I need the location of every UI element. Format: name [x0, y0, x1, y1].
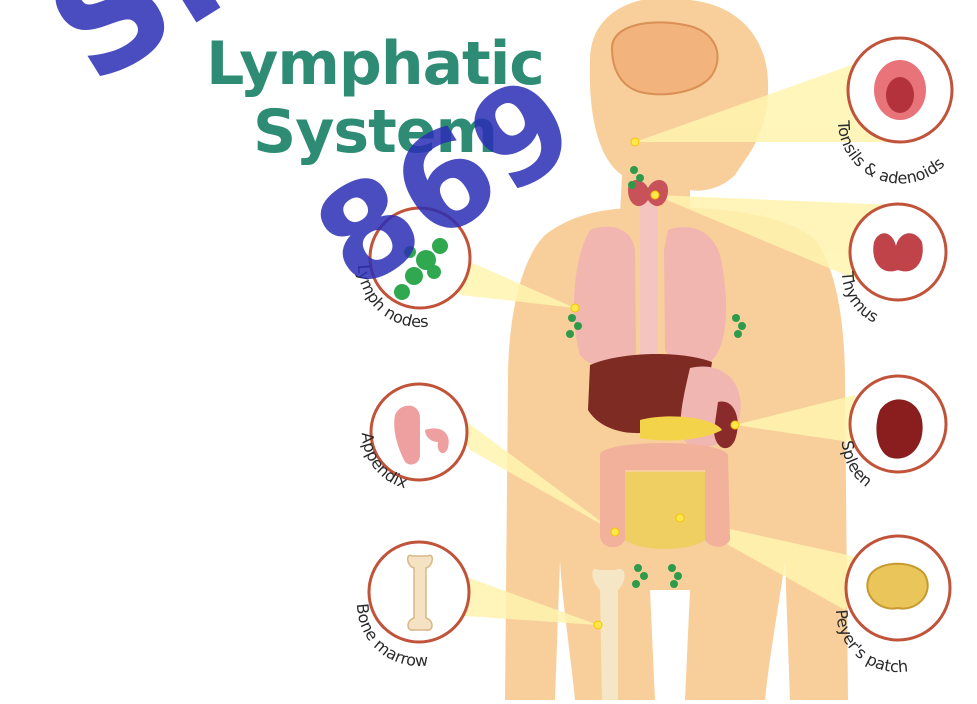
lung-left [574, 227, 636, 367]
callout-bone-marrow: Bone marrow [353, 542, 469, 670]
page-title: Lymphatic System [195, 30, 555, 166]
callout-appendix: Appendix [358, 384, 467, 492]
title-line-2: System [195, 98, 555, 166]
callout-lymph-nodes: Lymph nodes [354, 208, 470, 331]
title-line-1: Lymphatic [195, 30, 555, 98]
lung-right [664, 227, 726, 365]
intestine-icon [867, 564, 927, 609]
small-intestine [625, 472, 705, 549]
callout-spleen: Spleen [838, 376, 946, 491]
brain [612, 22, 718, 94]
